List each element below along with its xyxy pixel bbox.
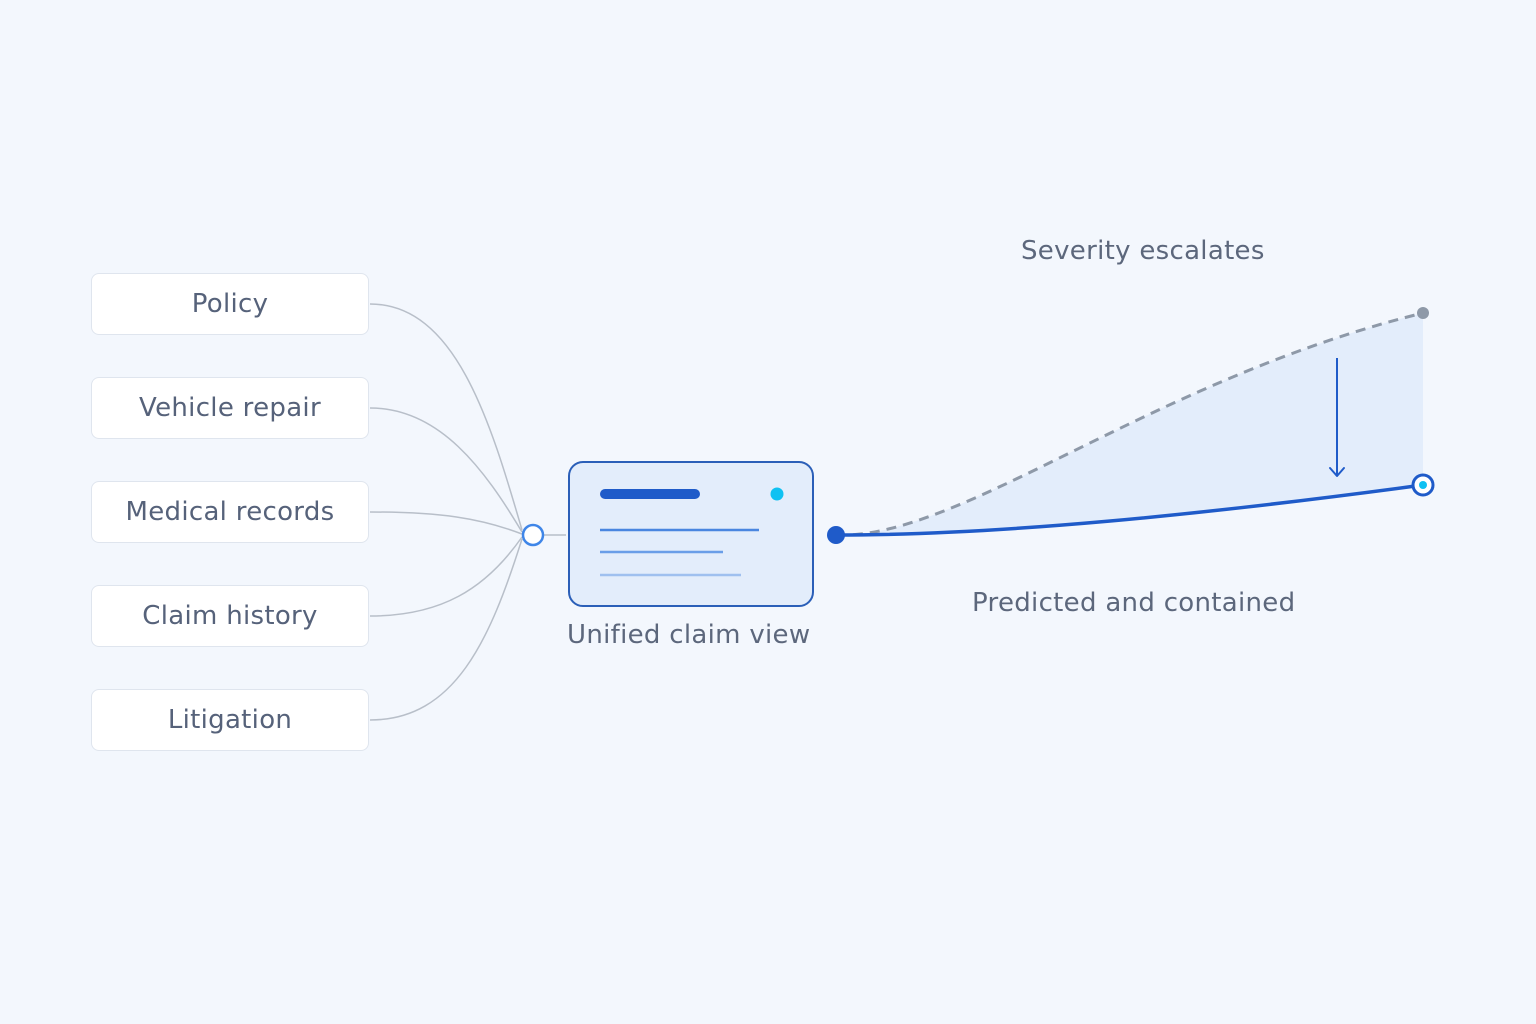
connector-litigation bbox=[369, 538, 523, 721]
trajectory-start-node bbox=[827, 526, 845, 544]
unified-claim-caption: Unified claim view bbox=[567, 620, 811, 650]
escalation-endpoint bbox=[1417, 307, 1429, 319]
contained-endpoint-core bbox=[1419, 481, 1427, 489]
reduction-arrow-head bbox=[1329, 467, 1345, 477]
contained-curve bbox=[835, 483, 1424, 537]
escalation-curve bbox=[835, 311, 1424, 537]
connector-claim-history bbox=[369, 536, 523, 617]
unified-claim-card bbox=[568, 461, 814, 607]
source-box-vehicle-repair: Vehicle repair bbox=[91, 377, 369, 439]
source-box-medical-records: Medical records bbox=[91, 481, 369, 543]
source-box-policy: Policy bbox=[91, 273, 369, 335]
source-box-claim-history: Claim history bbox=[91, 585, 369, 647]
connector-medical-records bbox=[369, 511, 523, 535]
severity-escalates-label: Severity escalates bbox=[1021, 236, 1265, 266]
merge-node bbox=[521, 523, 545, 547]
source-box-litigation: Litigation bbox=[91, 689, 369, 751]
predicted-contained-label: Predicted and contained bbox=[972, 588, 1296, 618]
connector-vehicle-repair bbox=[369, 407, 523, 533]
connector-policy bbox=[369, 303, 523, 531]
card-status-dot bbox=[770, 487, 784, 501]
card-title-bar bbox=[600, 489, 700, 499]
severity-gap-area bbox=[836, 313, 1423, 536]
